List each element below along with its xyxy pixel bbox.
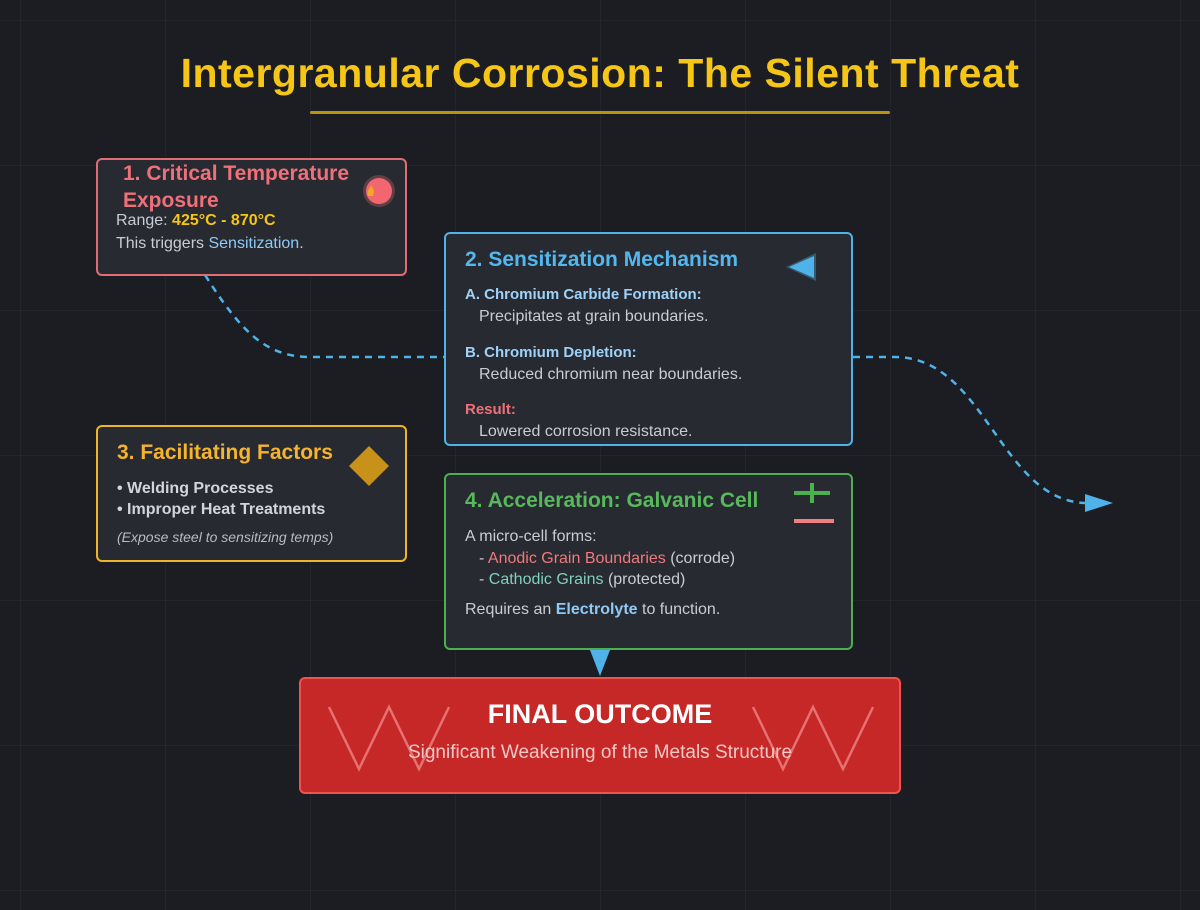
factors-box: 3. Facilitating Factors • Welding Proces…: [96, 425, 407, 562]
outcome-heading: FINAL OUTCOME: [487, 699, 713, 729]
temperature-trigger: This triggers Sensitization.: [116, 233, 304, 255]
mechanism-b-text: Reduced chromium near boundaries.: [479, 366, 743, 383]
fire-icon: [363, 175, 395, 207]
triangle-left-icon: [786, 253, 816, 281]
trigger-end: .: [299, 235, 304, 252]
cathodic-term: Cathodic Grains: [488, 571, 604, 588]
galvanic-box: 4. Acceleration: Galvanic Cell A micro-c…: [444, 473, 853, 650]
arrowhead-down: [590, 650, 610, 676]
outcome-box: FINAL OUTCOME Significant Weakening of t…: [299, 677, 901, 794]
temperature-range: Range: 425°C - 870°C: [116, 210, 276, 232]
mechanism-a-text: Precipitates at grain boundaries.: [479, 308, 709, 325]
galvanic-anodic: - Anodic Grain Boundaries (corrode): [479, 550, 736, 567]
range-label: Range:: [116, 212, 168, 229]
temperature-heading-line2: Exposure: [123, 189, 219, 212]
mechanism-a-label: A. Chromium Carbide Formation:: [465, 286, 702, 303]
diamond-icon: [349, 446, 389, 486]
trigger-term: Sensitization: [208, 235, 300, 252]
factors-heading: 3. Facilitating Factors: [117, 441, 333, 464]
anodic-term: Anodic Grain Boundaries: [487, 550, 666, 567]
mechanism-result-label: Result:: [465, 401, 516, 418]
connector-mechanism-to-right: [853, 355, 1086, 505]
page-title: Intergranular Corrosion: The Silent Thre…: [180, 50, 1020, 96]
mechanism-result-text: Lowered corrosion resistance.: [479, 423, 693, 440]
mechanism-heading: 2. Sensitization Mechanism: [465, 248, 739, 271]
mechanism-b-label: B. Chromium Depletion:: [465, 344, 637, 361]
connector-temperature-to-mechanism: [203, 274, 444, 359]
mechanism-box: 2. Sensitization Mechanism A. Chromium C…: [444, 232, 853, 446]
galvanic-requires: Requires an Electrolyte to function.: [465, 601, 721, 618]
galvanic-heading: 4. Acceleration: Galvanic Cell: [465, 489, 759, 512]
title-underline: [310, 111, 890, 114]
galvanic-intro: A micro-cell forms:: [465, 528, 597, 545]
arrowhead-right: [1085, 494, 1113, 512]
galvanic-cathodic: - Cathodic Grains (protected): [479, 571, 686, 588]
temperature-heading-line1: 1. Critical Temperature: [123, 162, 350, 185]
range-value: 425°C - 870°C: [172, 212, 276, 229]
factor-item-heat-treatment: • Improper Heat Treatments: [117, 501, 326, 518]
factor-item-welding: • Welding Processes: [117, 480, 274, 497]
outcome-text: Significant Weakening of the Metals Stru…: [407, 742, 793, 763]
temperature-box: 1. Critical Temperature Exposure Range: …: [96, 158, 407, 276]
electrolyte-term: Electrolyte: [555, 601, 638, 618]
factors-note: (Expose steel to sensitizing temps): [117, 529, 334, 545]
temperature-heading: 1. Critical Temperature Exposure: [123, 160, 349, 214]
trigger-text: This triggers: [116, 235, 205, 252]
plus-minus-icon: [794, 483, 834, 523]
zigzag-crack-icon: [327, 704, 875, 772]
